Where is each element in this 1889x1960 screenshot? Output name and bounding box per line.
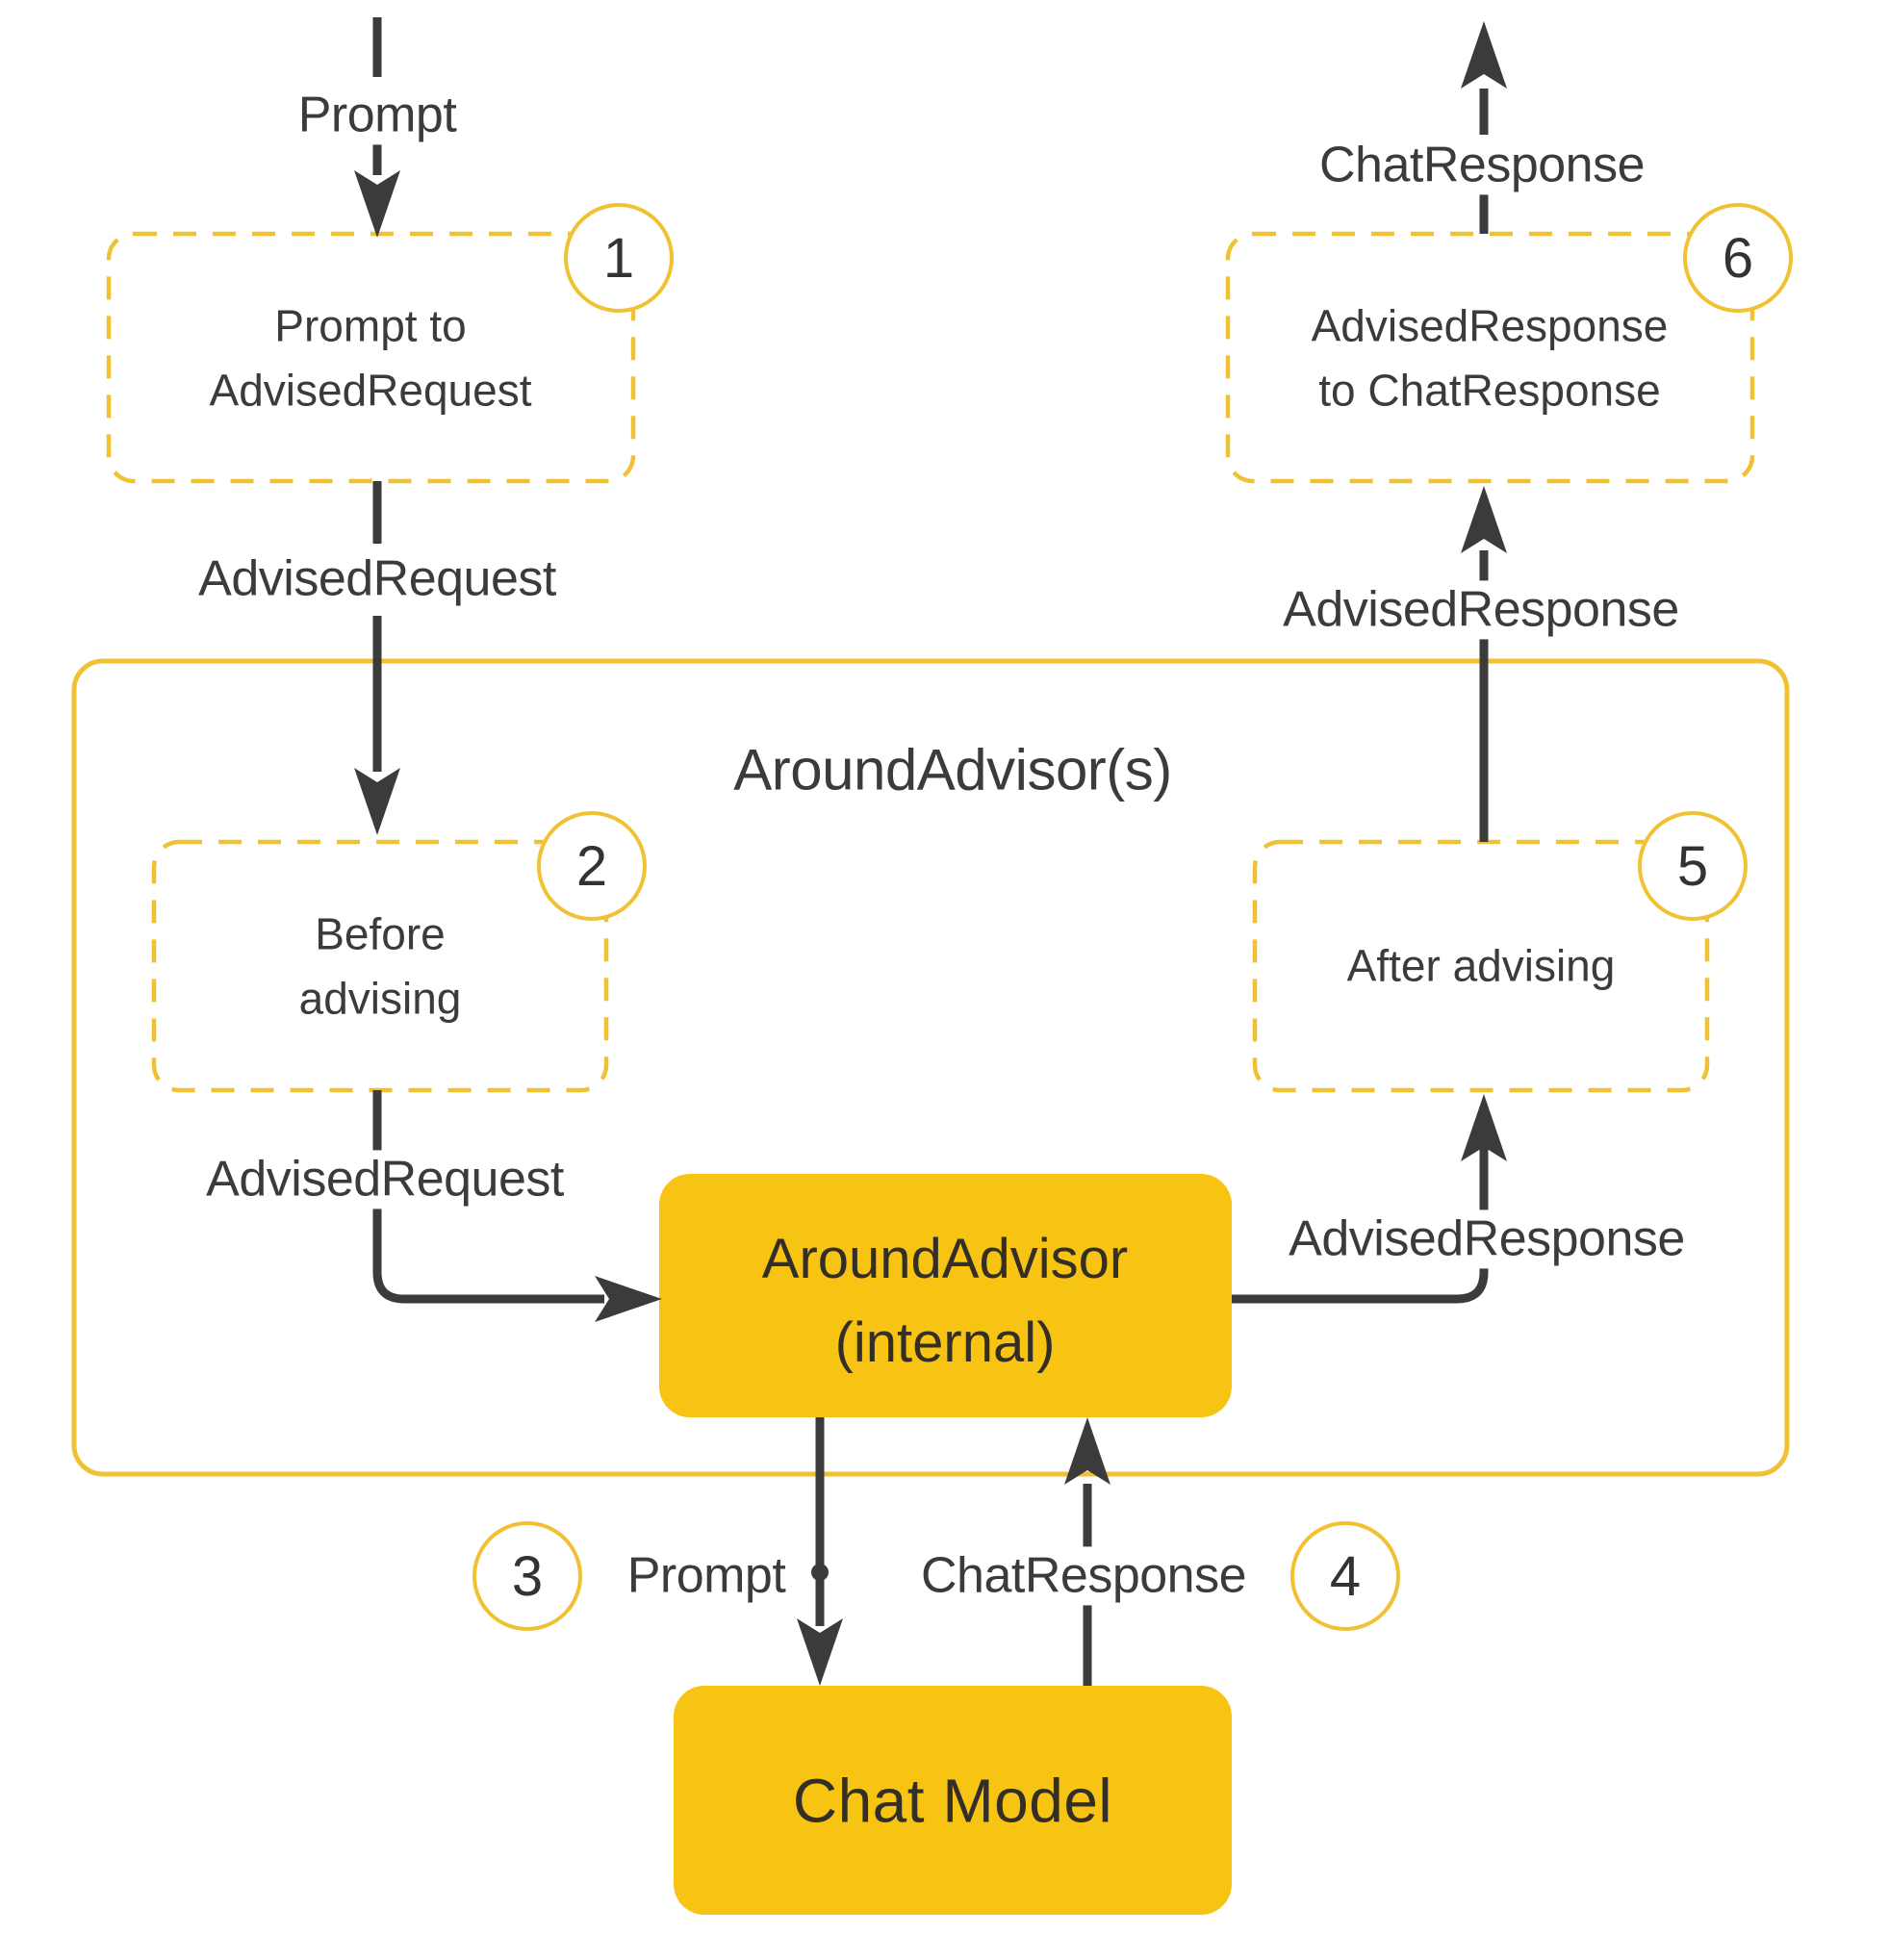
container-title: AroundAdvisor(s) bbox=[733, 737, 1172, 802]
box-prompt-to-advisedrequest bbox=[106, 231, 636, 484]
text-line: AdvisedRequest bbox=[209, 365, 532, 415]
arrowhead-into-box2 bbox=[354, 768, 400, 835]
edge-before-advising-elbow bbox=[372, 1090, 604, 1304]
step-badge-3: 3 bbox=[472, 1521, 582, 1631]
text-line: Prompt to bbox=[274, 300, 467, 351]
arrowhead-into-internal-bottom bbox=[1064, 1417, 1110, 1485]
label-prompt-to-model: Prompt bbox=[617, 1546, 796, 1606]
text-line: advising bbox=[298, 973, 462, 1023]
box-advisedresponse-to-chatresponse bbox=[1225, 231, 1755, 484]
label-advisedrequest-inner: AdvisedRequest bbox=[196, 1150, 574, 1209]
text-line: Before bbox=[315, 908, 446, 959]
text-before-advising: Before advising bbox=[299, 902, 462, 1030]
label-chatresponse-from-model: ChatResponse bbox=[911, 1546, 1256, 1606]
box-around-advisor-internal bbox=[659, 1174, 1232, 1417]
text-prompt-to-advisedrequest: Prompt to AdvisedRequest bbox=[210, 293, 532, 421]
step-badge-2: 2 bbox=[537, 811, 647, 921]
text-line: Chat Model bbox=[792, 1766, 1113, 1836]
edge-internal-out-elbow bbox=[1232, 1147, 1489, 1304]
text-line: AroundAdvisor bbox=[761, 1228, 1129, 1290]
text-around-advisor-internal: AroundAdvisor (internal) bbox=[762, 1217, 1128, 1385]
arrowhead-into-box1 bbox=[354, 170, 400, 238]
arrowhead-into-chat-model bbox=[797, 1618, 843, 1686]
around-advisors-container bbox=[71, 658, 1790, 1477]
text-line: to ChatResponse bbox=[1318, 365, 1661, 415]
label-advisedrequest-outer: AdvisedRequest bbox=[189, 549, 566, 609]
arrowhead-into-internal bbox=[595, 1276, 662, 1322]
text-advisedresponse-to-chatresponse: AdvisedResponse to ChatResponse bbox=[1312, 293, 1669, 421]
box-chat-model bbox=[674, 1686, 1232, 1915]
text-chat-model: Chat Model bbox=[793, 1757, 1112, 1846]
text-line: AdvisedResponse bbox=[1311, 300, 1669, 351]
text-line: (internal) bbox=[834, 1311, 1056, 1374]
step-badge-5: 5 bbox=[1638, 811, 1748, 921]
text-after-advising: After advising bbox=[1347, 934, 1616, 999]
step-badge-1: 1 bbox=[564, 203, 674, 313]
edge-lines bbox=[372, 17, 1489, 1686]
label-chatresponse-out: ChatResponse bbox=[1310, 136, 1654, 195]
label-prompt-in: Prompt bbox=[288, 86, 467, 145]
prompt-line-dot bbox=[811, 1564, 829, 1581]
text-line: After advising bbox=[1346, 940, 1616, 991]
step-badge-4: 4 bbox=[1290, 1521, 1400, 1631]
step-badge-6: 6 bbox=[1683, 203, 1793, 313]
arrowhead-chatresponse-out bbox=[1461, 21, 1507, 89]
arrowhead-into-box5 bbox=[1461, 1094, 1507, 1161]
arrow-heads bbox=[354, 21, 1507, 1686]
label-advisedresponse-outer: AdvisedResponse bbox=[1273, 580, 1689, 640]
arrowhead-into-box6 bbox=[1461, 486, 1507, 553]
label-advisedresponse-inner: AdvisedResponse bbox=[1279, 1209, 1695, 1269]
